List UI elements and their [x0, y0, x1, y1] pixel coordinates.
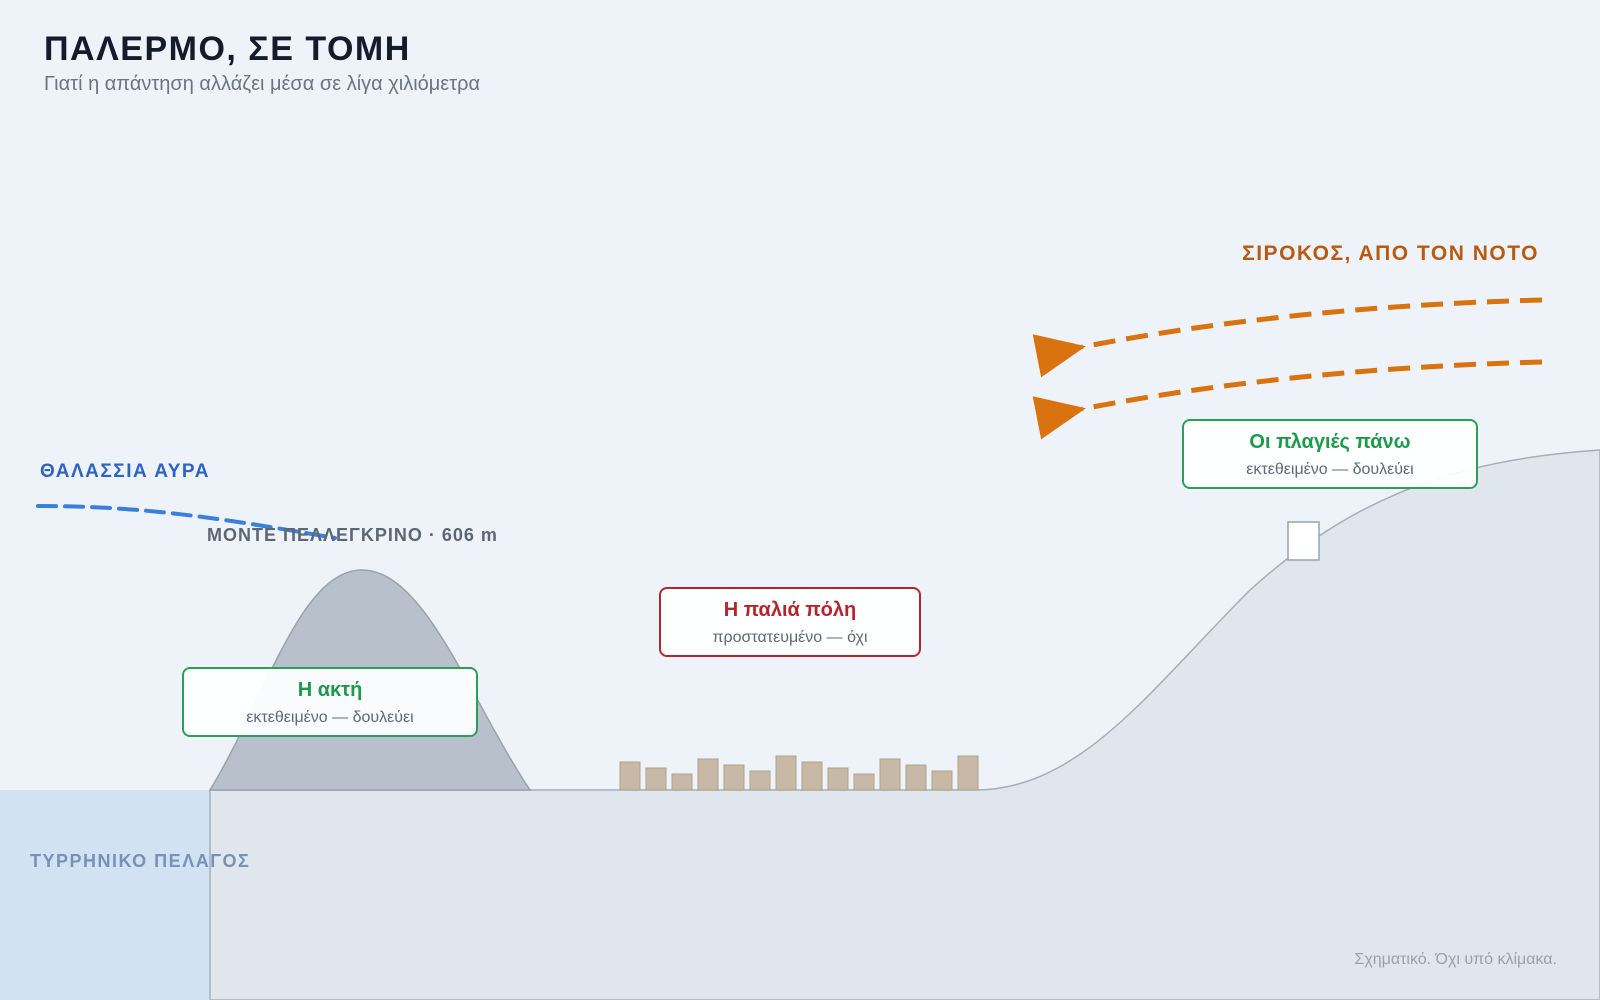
old-town-callout-status: προστατευμένο — όχι	[712, 629, 868, 646]
sea-breeze-label: ΘΑΛΑΣΣΙΑ ΑΥΡΑ	[40, 461, 210, 482]
page-title: ΠΑΛΕΡΜΟ, ΣΕ ΤΟΜΗ	[44, 30, 411, 68]
ground-area	[209, 449, 1600, 1000]
sea-area	[0, 790, 212, 1000]
tyrrhenian-sea-label: ΤΥΡΡΗΝΙΚΟ ΠΕΛΑΓΟΣ	[30, 851, 251, 871]
old-town-callout: Η παλιά πόλη προστατευμένο — όχι	[659, 587, 921, 657]
slopes-callout-status: εκτεθειμένο — δουλεύει	[1246, 461, 1414, 478]
sirocco-arrow-upper	[1032, 297, 1543, 378]
sirocco-arrow-lower	[1032, 359, 1543, 440]
coast-callout-title: Η ακτή	[297, 679, 363, 701]
slopes-callout: Οι πλαγιές πάνω εκτεθειμένο — δουλεύει	[1182, 419, 1478, 489]
monte-pellegrino-label: ΜΟΝΤΕ ΠΕΛΛΕΓΚΡΙΝΟ · 606 m	[207, 525, 498, 545]
schematic-footnote: Σχηματικό. Όχι υπό κλίμακα.	[1354, 951, 1557, 968]
slopes-callout-title: Οι πλαγιές πάνω	[1249, 431, 1411, 453]
sirocco-label: ΣΙΡΟΚΟΣ, ΑΠΟ ΤΟΝ ΝΟΤΟ	[1242, 242, 1539, 265]
coast-callout-status: εκτεθειμένο — δουλεύει	[246, 709, 414, 726]
page-subtitle: Γιατί η απάντηση αλλάζει μέσα σε λίγα χι…	[44, 73, 481, 95]
hillside-house	[1287, 521, 1320, 561]
sea-breeze-line	[36, 504, 337, 540]
coast-callout: Η ακτή εκτεθειμένο — δουλεύει	[182, 667, 478, 737]
old-town-callout-title: Η παλιά πόλη	[723, 599, 857, 621]
old-town-buildings	[619, 755, 979, 791]
